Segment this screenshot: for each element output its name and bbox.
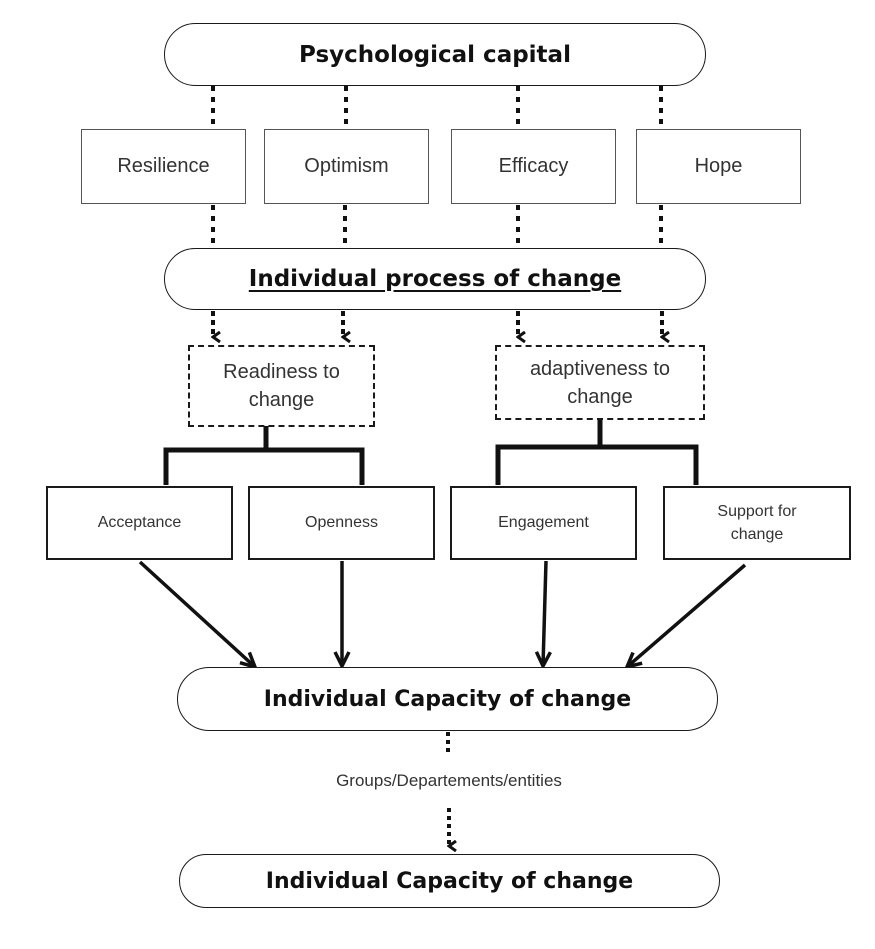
arrow-engagement-capacity [543, 560, 546, 666]
bracket-readiness [163, 426, 365, 485]
component-hope: Hope [636, 129, 801, 204]
component-optimism: Optimism [264, 129, 429, 204]
component-label: Efficacy [498, 155, 569, 177]
dimension-adaptiveness: adaptiveness to change [495, 345, 705, 420]
groups-label: Groups/Departements/entities [336, 771, 562, 790]
individual-capacity-label: Individual Capacity of change [263, 686, 632, 712]
individual-process-label: Individual process of change [248, 266, 622, 292]
dimension-label: adaptiveness to change [529, 357, 671, 408]
arrow-support-capacity [627, 563, 747, 667]
dimension-readiness: Readiness to change [188, 345, 375, 427]
outcome-label: Acceptance [97, 514, 182, 532]
bracket-adaptiveness [495, 420, 699, 485]
outcome-support-for-change: Support for change [663, 486, 851, 560]
outcome-label: Openness [305, 514, 378, 532]
outcome-acceptance: Acceptance [46, 486, 233, 560]
component-label: Hope [694, 155, 743, 177]
final-capacity-label: Individual Capacity of change [265, 868, 634, 894]
psychological-capital-label: Psychological capital [299, 41, 571, 68]
outcome-engagement: Engagement [450, 486, 637, 560]
arrow-acceptance-capacity [138, 560, 255, 667]
individual-capacity-node: Individual Capacity of change [177, 667, 718, 731]
dimension-label: Readiness to change [223, 361, 340, 411]
outcome-openness: Openness [248, 486, 435, 560]
component-label: Optimism [304, 155, 389, 177]
component-resilience: Resilience [81, 129, 246, 204]
final-capacity-node: Individual Capacity of change [179, 854, 720, 908]
component-efficacy: Efficacy [451, 129, 616, 204]
psychological-capital-node: Psychological capital [164, 23, 706, 86]
individual-process-node: Individual process of change [164, 248, 706, 310]
outcome-label: Support for change [717, 502, 797, 543]
component-label: Resilience [117, 155, 210, 177]
outcome-label: Engagement [498, 514, 589, 532]
